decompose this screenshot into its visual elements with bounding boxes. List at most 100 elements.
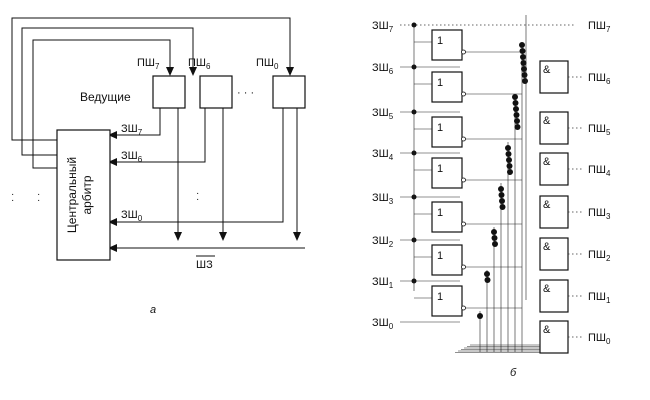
panel-b: ЗШ7ЗШ6ЗШ5ЗШ4ЗШ3ЗШ2ЗШ1ЗШ01111111&&&&&&&ПШ… bbox=[372, 15, 611, 379]
request-label-zw7: ЗШ7 bbox=[121, 123, 143, 137]
matrix-dot-3-1 bbox=[498, 192, 505, 198]
request-label-3: ЗШ3 bbox=[372, 192, 394, 206]
caption-b: б bbox=[510, 367, 517, 379]
and-gate-symbol-3: & bbox=[543, 199, 551, 211]
and-gate-symbol-6: & bbox=[543, 64, 551, 76]
or-gate-7 bbox=[431, 29, 463, 61]
arrow-zw7 bbox=[108, 131, 117, 139]
arbiter-label-line1: Центральный bbox=[65, 157, 79, 233]
or-gate-6 bbox=[431, 71, 463, 103]
matrix-dot-4-2 bbox=[506, 157, 512, 163]
matrix-dot-4-4 bbox=[507, 169, 513, 175]
matrix-dot-3-0 bbox=[498, 186, 504, 192]
matrix-dot-2-0 bbox=[491, 229, 497, 235]
matrix-dot-6-1 bbox=[519, 48, 526, 54]
req-line-6 bbox=[110, 108, 206, 163]
arrow-zw6 bbox=[108, 158, 117, 166]
grant-label-0: ПШ0 bbox=[588, 332, 611, 346]
or-gate-symbol-3: 1 bbox=[437, 207, 443, 219]
matrix-dot-6-0 bbox=[519, 42, 525, 48]
masters-label: Ведущие bbox=[80, 90, 131, 104]
matrix-dot-5-5 bbox=[514, 124, 521, 130]
matrix-dot-5-4 bbox=[514, 118, 520, 124]
grant-label-pw6: ПШ6 bbox=[188, 57, 211, 71]
matrix-dot-3-2 bbox=[499, 198, 505, 204]
or-gate-symbol-4: 1 bbox=[437, 163, 443, 175]
or-gate-inverter-6 bbox=[461, 91, 466, 97]
or-gate-2 bbox=[431, 244, 463, 276]
arrow-pw7 bbox=[166, 67, 174, 76]
arrow-busy-7 bbox=[174, 232, 182, 241]
request-label-0: ЗШ0 bbox=[372, 317, 394, 331]
arrow-busy-0 bbox=[293, 232, 301, 241]
master-box-7 bbox=[152, 75, 186, 109]
and-gate-1 bbox=[539, 279, 569, 313]
request-label-5: ЗШ5 bbox=[372, 107, 394, 121]
or-gate-inverter-1 bbox=[461, 305, 466, 311]
and-gate-symbol-5: & bbox=[543, 115, 551, 127]
matrix-dot-5-1 bbox=[512, 100, 519, 106]
central-arbiter-box bbox=[56, 129, 111, 261]
matrix-dot-4-0 bbox=[505, 145, 511, 151]
or-gate-5 bbox=[431, 116, 463, 148]
ellipsis-left-4: · bbox=[11, 195, 14, 206]
or-gate-symbol-7: 1 bbox=[437, 35, 443, 47]
ellipsis-left-1: · bbox=[37, 189, 40, 200]
arrow-pw0 bbox=[286, 67, 294, 76]
grant-label-7: ПШ7 bbox=[588, 20, 611, 34]
grant-label-2: ПШ2 bbox=[588, 249, 611, 263]
matrix-dot-5-2 bbox=[513, 106, 519, 112]
or-gate-1 bbox=[431, 285, 463, 317]
arrow-pw6 bbox=[189, 67, 197, 76]
matrix-dot-5-3 bbox=[513, 112, 520, 118]
matrix-dot-6-3 bbox=[520, 60, 527, 66]
arrow-zw0 bbox=[108, 218, 117, 226]
grant-label-pw0: ПШ0 bbox=[256, 57, 279, 71]
matrix-dot-0-0 bbox=[477, 313, 483, 319]
matrix-dot-6-2 bbox=[520, 54, 526, 60]
and-gate-5 bbox=[539, 111, 569, 145]
arrow-busy-6 bbox=[219, 232, 227, 241]
or-gate-inverter-4 bbox=[461, 177, 466, 183]
caption-a: а bbox=[150, 304, 156, 316]
matrix-dot-1-0 bbox=[484, 271, 490, 277]
or-gate-inverter-5 bbox=[461, 136, 466, 142]
grant-label-4: ПШ4 bbox=[588, 164, 611, 178]
ellipsis-mid-1: · bbox=[196, 188, 199, 199]
grant-label-6: ПШ6 bbox=[588, 72, 611, 86]
and-gate-symbol-4: & bbox=[543, 156, 551, 168]
or-gate-symbol-1: 1 bbox=[437, 291, 443, 303]
matrix-dot-4-3 bbox=[506, 163, 513, 169]
request-label-7: ЗШ7 bbox=[372, 20, 394, 34]
arbiter-label-line2: арбитр bbox=[80, 175, 94, 214]
request-label-zw6: ЗШ6 bbox=[121, 150, 143, 164]
matrix-dot-1-1 bbox=[484, 277, 491, 283]
and-gate-3 bbox=[539, 195, 569, 229]
request-label-4: ЗШ4 bbox=[372, 148, 394, 162]
arrow-busy-into-arbiter bbox=[108, 244, 117, 252]
req-line-7 bbox=[110, 108, 161, 136]
masters-ellipsis: · · · bbox=[237, 87, 254, 99]
master-box-0 bbox=[272, 75, 306, 109]
and-gate-4 bbox=[539, 152, 569, 186]
or-gate-symbol-2: 1 bbox=[437, 250, 443, 262]
matrix-dot-2-1 bbox=[491, 235, 498, 241]
request-label-1: ЗШ1 bbox=[372, 276, 394, 290]
and-gate-symbol-1: & bbox=[543, 283, 551, 295]
req-line-0 bbox=[110, 108, 284, 223]
request-label-6: ЗШ6 bbox=[372, 62, 394, 76]
request-label-2: ЗШ2 bbox=[372, 235, 394, 249]
busy-label: ШЗ bbox=[196, 259, 213, 271]
and-gate-0 bbox=[539, 320, 569, 354]
grant-line-7 bbox=[32, 39, 171, 169]
grant-line-6 bbox=[21, 27, 194, 156]
ellipsis-left-3: · bbox=[11, 189, 14, 200]
or-gate-symbol-5: 1 bbox=[437, 122, 443, 134]
grant-label-5: ПШ5 bbox=[588, 123, 611, 137]
and-gate-symbol-0: & bbox=[543, 324, 551, 336]
panel-a: Центральный арбитр · · · · · · Ведущие ·… bbox=[11, 17, 306, 316]
or-gate-4 bbox=[431, 157, 463, 189]
or-gate-inverter-3 bbox=[461, 221, 466, 227]
or-gate-3 bbox=[431, 201, 463, 233]
